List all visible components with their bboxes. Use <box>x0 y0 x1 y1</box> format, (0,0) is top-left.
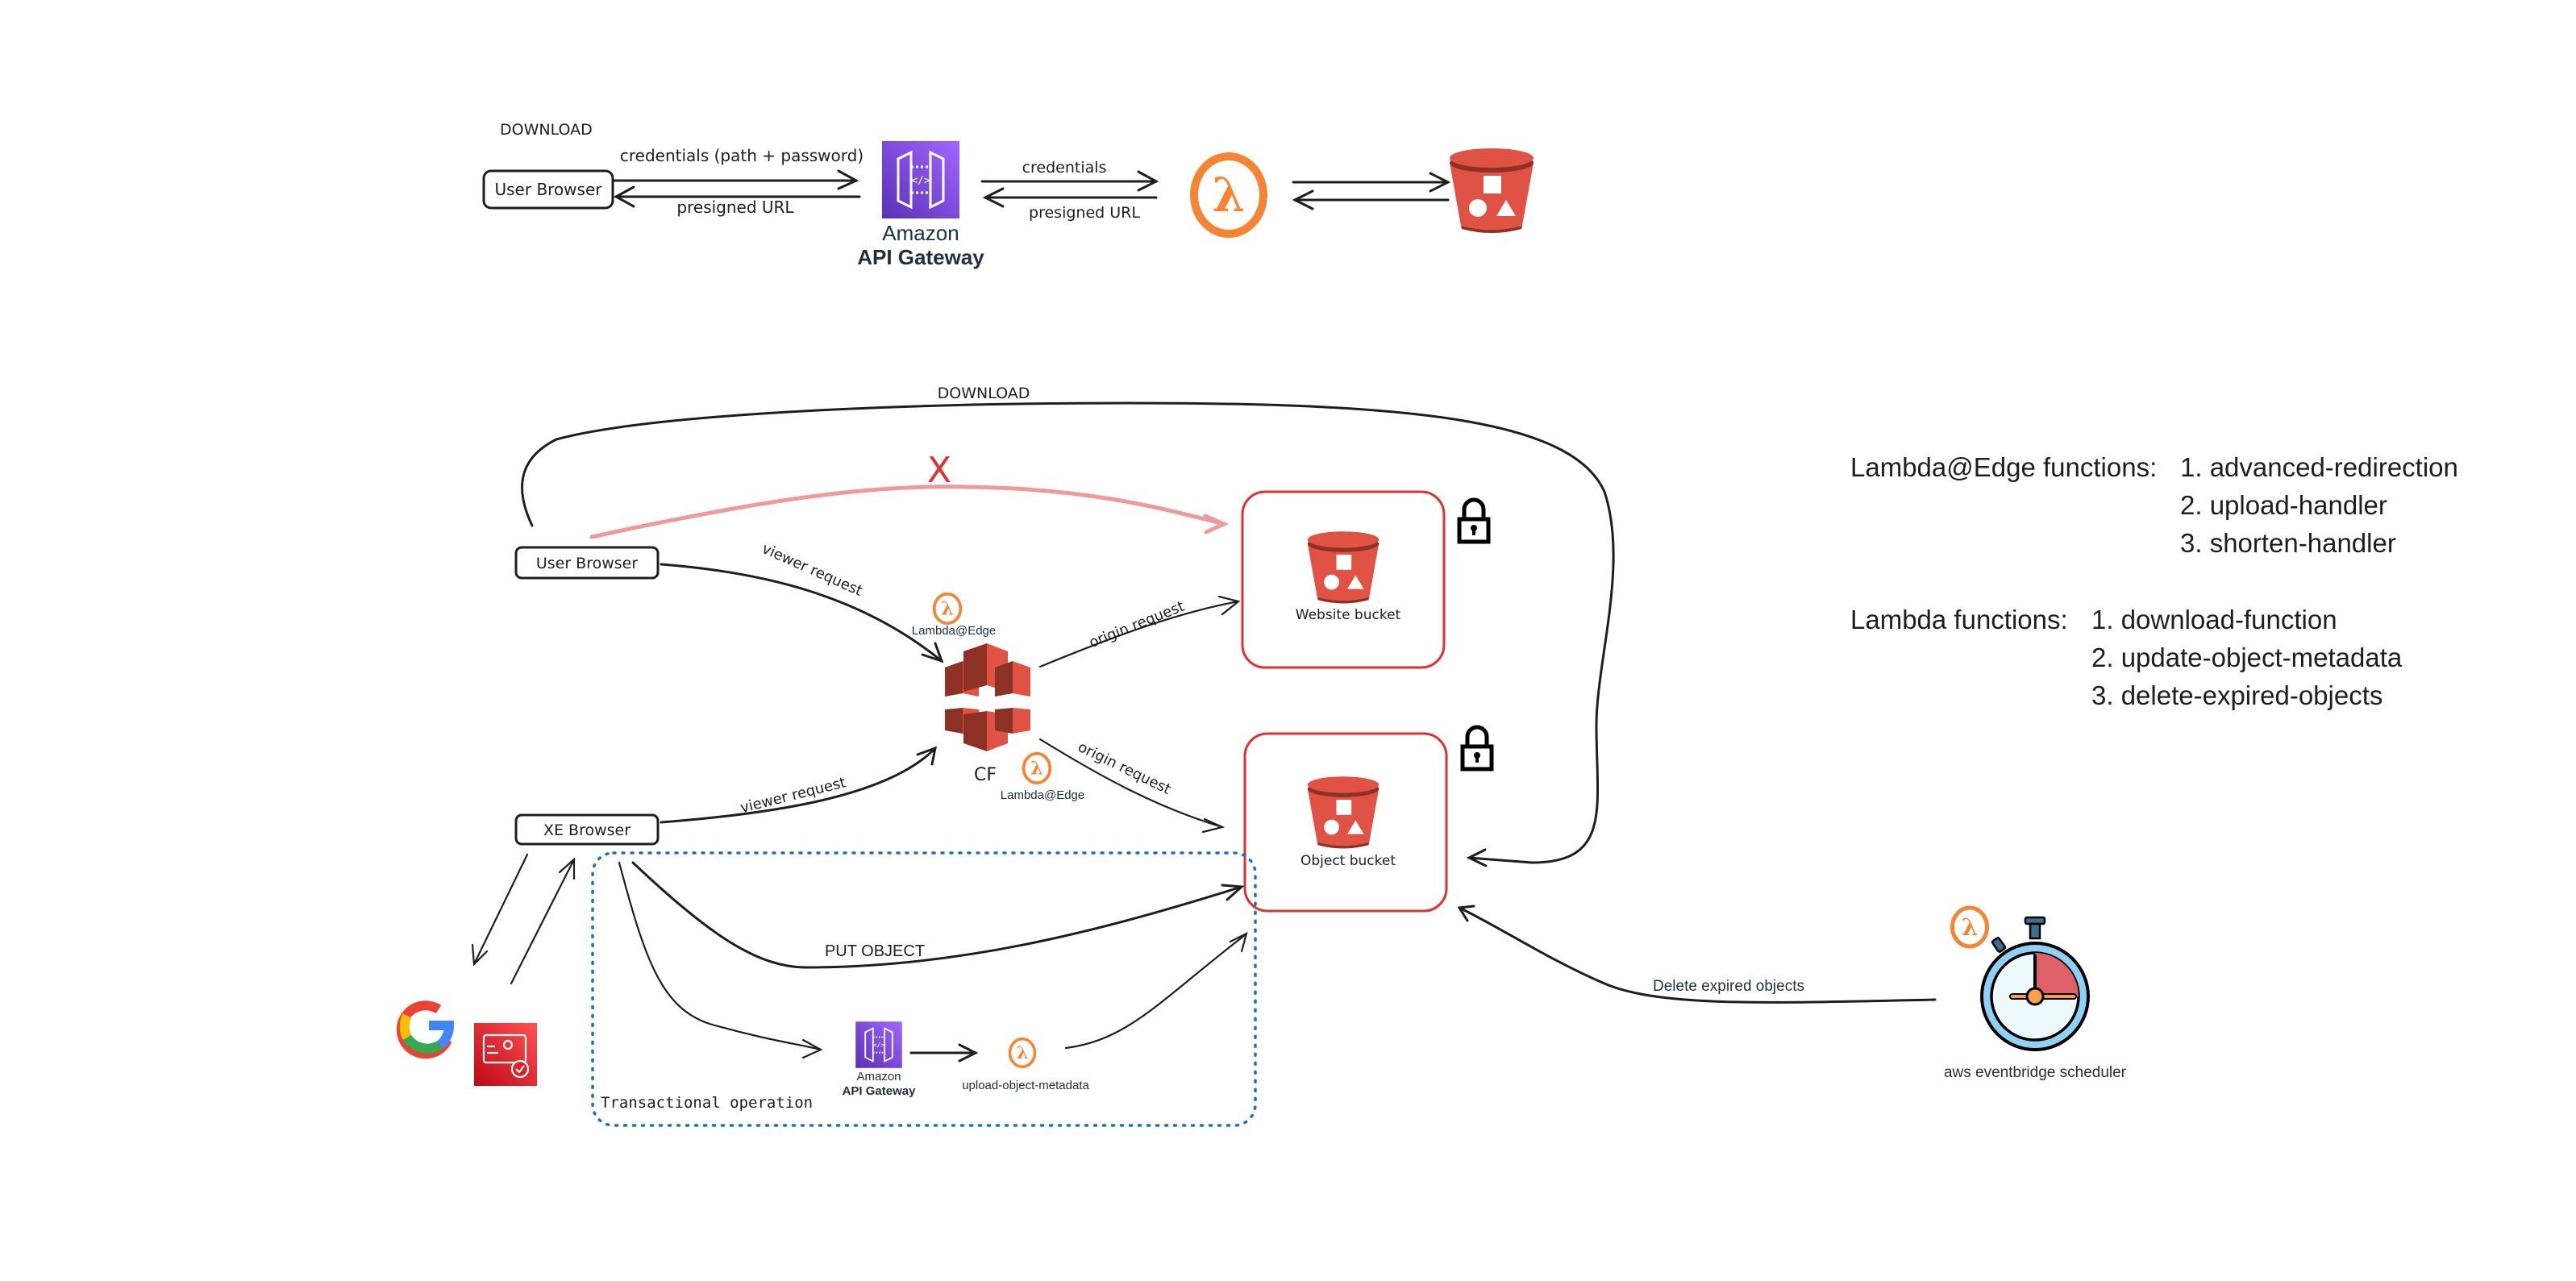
edge-viewer-request-xe <box>660 747 937 824</box>
api-gateway-icon[interactable] <box>880 139 961 220</box>
edge-origin-request-website <box>1038 600 1240 668</box>
legend-edge-item: 2. upload-handler <box>2180 490 2387 520</box>
legend-lambda-item: 1. download-function <box>2091 605 2337 634</box>
legend-edge-item: 1. advanced-redirection <box>2180 452 2458 482</box>
arrowhead <box>921 642 944 663</box>
legend-edge-item: 3. shorten-handler <box>2180 528 2396 558</box>
arrowhead <box>1201 817 1226 834</box>
user-browser-node[interactable]: User Browser <box>514 546 660 580</box>
object-bucket-label: Object bucket <box>1300 853 1396 869</box>
lambda-icon-scheduler[interactable] <box>1953 908 1987 946</box>
arrowhead <box>1203 514 1230 534</box>
cognito-icon[interactable] <box>474 1023 537 1086</box>
legend-lambda-item: 3. delete-expired-objects <box>2091 680 2382 710</box>
edge-label-presigned-url-2: presigned URL <box>1029 204 1140 222</box>
lambda-edge-label-2: Lambda@Edge <box>1001 788 1084 802</box>
s3-bucket-icon[interactable] <box>1450 148 1534 233</box>
edge-xe-to-google <box>472 853 529 966</box>
arrowhead <box>1466 848 1488 867</box>
user-browser-node-top[interactable]: User Browser <box>482 169 614 210</box>
edge-download-direct <box>521 401 1615 864</box>
legend-lambda-item: 2. update-object-metadata <box>2091 643 2403 672</box>
website-bucket-node[interactable]: Website bucket <box>1241 490 1446 669</box>
download-flow-title: DOWNLOAD <box>500 121 593 139</box>
arrowhead <box>1292 189 1314 210</box>
edge-blocked-direct-access <box>589 485 1226 539</box>
edge-put-object <box>631 861 1243 969</box>
edge-lambda-to-object-bucket <box>1064 934 1246 1050</box>
xe-browser-node[interactable]: XE Browser <box>514 813 660 846</box>
edge-label-credentials-path: credentials (path + password) <box>620 146 864 165</box>
api-gateway-upload-line2: API Gateway <box>843 1084 917 1098</box>
arrowhead <box>1137 170 1159 192</box>
arrowhead <box>471 943 489 967</box>
user-browser-label: User Browser <box>536 555 639 572</box>
arrowhead <box>916 746 937 766</box>
arrowhead <box>837 169 859 190</box>
arrowhead <box>1429 172 1451 193</box>
object-bucket-node[interactable]: Object bucket <box>1243 732 1448 913</box>
legend-edge-title: Lambda@Edge functions: <box>1850 452 2157 482</box>
edge-label-delete-expired: Delete expired objects <box>1653 978 1804 995</box>
legend-lambda-title: Lambda functions: <box>1850 605 2068 634</box>
scheduler-label: aws eventbridge scheduler <box>1944 1064 2127 1081</box>
arrowhead <box>613 185 635 208</box>
cloudfront-icon[interactable] <box>945 643 1030 751</box>
upload-lambda-label: upload-object-metadata <box>962 1079 1089 1092</box>
lambda-edge-icon-1[interactable] <box>932 592 963 626</box>
edge-xe-to-api <box>618 861 822 1051</box>
edge-label-credentials: credentials <box>1022 159 1107 177</box>
arrowhead <box>558 857 576 880</box>
edge-origin-request-object <box>1038 738 1224 829</box>
edge-label-presigned-url: presigned URL <box>676 198 794 217</box>
api-gateway-label-line2: API Gateway <box>857 245 984 269</box>
arrowhead <box>1221 884 1245 901</box>
lambda-edge-label-1: Lambda@Edge <box>912 624 996 638</box>
user-browser-label: User Browser <box>495 180 603 199</box>
arrowhead <box>958 1043 979 1063</box>
blocked-mark: X <box>927 450 951 491</box>
edge-cognito-to-xe <box>510 858 576 985</box>
edge-label-origin-request-1: origin request <box>1087 598 1187 651</box>
lock-icon-object <box>1463 727 1492 769</box>
edge-label-put-object: PUT OBJECT <box>825 942 925 960</box>
edge-label-download: DOWNLOAD <box>938 385 1030 402</box>
edge-delete-expired <box>1458 906 1937 1004</box>
arrowhead <box>982 187 1005 208</box>
arrowhead <box>1457 905 1475 922</box>
lambda-icon-upload[interactable] <box>1008 1037 1037 1069</box>
transactional-operation-label: Transactional operation <box>601 1094 813 1112</box>
website-bucket-label: Website bucket <box>1296 607 1401 623</box>
lock-icon-website <box>1459 500 1488 542</box>
lambda-edge-icon-2[interactable] <box>1022 751 1052 785</box>
stopwatch-icon[interactable] <box>1980 916 2090 1051</box>
legend: Lambda@Edge functions: 1. advanced-redir… <box>1850 452 2458 710</box>
arrowhead <box>1217 595 1241 616</box>
api-gateway-upload-line1: Amazon <box>856 1070 901 1083</box>
xe-browser-label: XE Browser <box>543 821 630 839</box>
transactional-operation-group <box>591 851 1257 1127</box>
edge-viewer-request-user <box>660 563 943 663</box>
cloudfront-label: CF <box>974 765 997 785</box>
edge-label-viewer-request-2: viewer request <box>739 774 847 817</box>
api-gateway-label-line1: Amazon <box>882 221 959 245</box>
lambda-icon[interactable] <box>1194 156 1263 234</box>
arrowhead <box>1229 931 1248 953</box>
arrowhead <box>801 1038 823 1059</box>
api-gateway-icon-upload[interactable] <box>855 1021 903 1069</box>
google-icon[interactable] <box>396 1000 454 1059</box>
